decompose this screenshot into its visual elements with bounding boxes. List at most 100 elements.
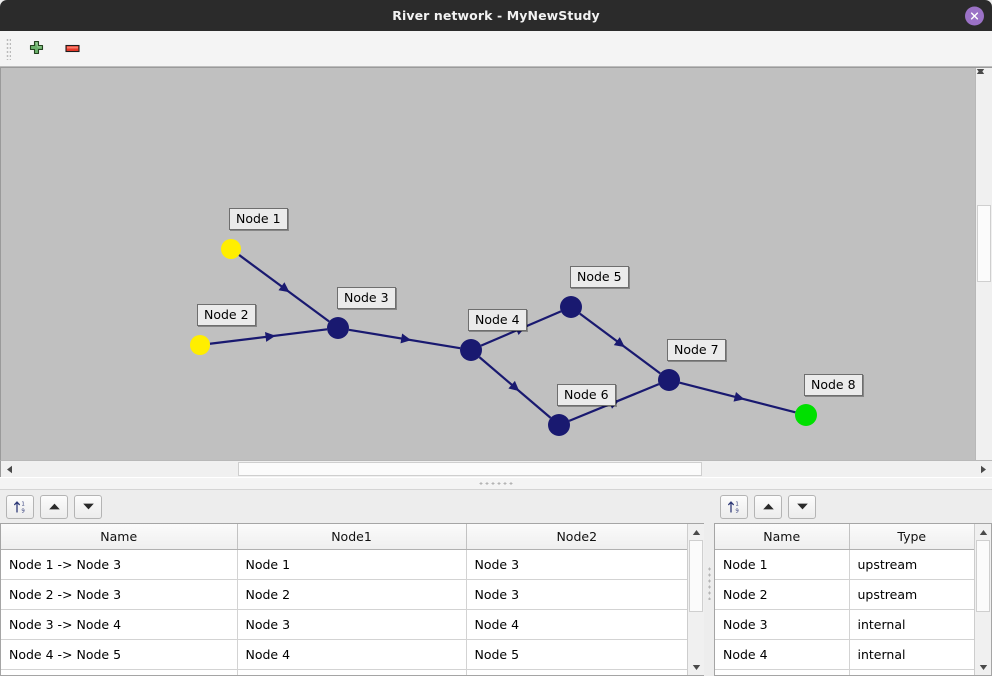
reaches-move-up-button[interactable] bbox=[40, 494, 68, 519]
table-cell[interactable]: Node 3 -> Node 4 bbox=[1, 609, 238, 640]
nodes-sort-button[interactable]: 1 9 bbox=[720, 494, 748, 519]
graph-node-node-5[interactable] bbox=[560, 296, 582, 318]
remove-node-button[interactable] bbox=[59, 36, 85, 62]
table-cell[interactable]: Node 2 -> Node 3 bbox=[1, 579, 238, 610]
graph-node-node-7[interactable] bbox=[658, 369, 680, 391]
table-cell[interactable]: Node 5 bbox=[466, 639, 687, 670]
node-label-node-2[interactable]: Node 2 bbox=[197, 304, 256, 326]
table-row-empty bbox=[715, 669, 974, 675]
node-label-node-1[interactable]: Node 1 bbox=[229, 208, 288, 230]
table-cell-empty bbox=[715, 669, 850, 675]
bottom-panes: 1 9 bbox=[0, 490, 992, 676]
graph-node-node-3[interactable] bbox=[327, 317, 349, 339]
node-label-node-4[interactable]: Node 4 bbox=[468, 309, 527, 331]
scroll-left-button[interactable] bbox=[1, 461, 18, 477]
nodes-column-header[interactable]: Name bbox=[715, 524, 850, 550]
reaches-toolbar: 1 9 bbox=[0, 490, 704, 523]
graph-node-node-2[interactable] bbox=[190, 335, 210, 355]
table-cell-empty bbox=[849, 669, 974, 675]
network-canvas[interactable]: Node 1 Node 2 Node 3 Node 4 Node 5 Node 6 Node… bbox=[0, 67, 992, 460]
node-layer bbox=[190, 239, 817, 436]
node-label-node-8[interactable]: Node 8 bbox=[804, 374, 863, 396]
nodes-column-header[interactable]: Type bbox=[849, 524, 974, 550]
close-button[interactable] bbox=[965, 6, 984, 25]
graph-node-node-4[interactable] bbox=[460, 339, 482, 361]
triangle-down-icon bbox=[692, 664, 701, 670]
graph-node-node-1[interactable] bbox=[221, 239, 241, 259]
reaches-scroll-up-button[interactable] bbox=[688, 524, 704, 540]
vertical-splitter[interactable] bbox=[704, 490, 714, 676]
table-cell[interactable]: Node 3 bbox=[715, 609, 850, 640]
triangle-down-icon bbox=[979, 664, 988, 670]
reaches-column-header[interactable]: Node2 bbox=[466, 524, 687, 550]
graph-node-node-6[interactable] bbox=[548, 414, 570, 436]
svg-text:1: 1 bbox=[21, 502, 24, 508]
table-cell[interactable]: Node 1 -> Node 3 bbox=[1, 549, 238, 580]
canvas-hscroll-track[interactable] bbox=[18, 461, 975, 477]
reaches-sort-button[interactable]: 1 9 bbox=[6, 494, 34, 519]
reaches-vertical-scrollbar[interactable] bbox=[687, 524, 704, 675]
reaches-vscroll-thumb[interactable] bbox=[689, 540, 703, 612]
canvas-vscroll-track[interactable] bbox=[976, 84, 992, 444]
canvas-hscroll-thumb[interactable] bbox=[238, 462, 702, 476]
nodes-scroll-down-button[interactable] bbox=[975, 659, 991, 675]
table-cell[interactable]: Node 3 bbox=[466, 549, 687, 580]
reaches-scroll-down-button[interactable] bbox=[688, 659, 704, 675]
node-label-node-5[interactable]: Node 5 bbox=[570, 266, 629, 288]
table-cell[interactable]: upstream bbox=[849, 549, 974, 580]
table-cell[interactable]: Node 1 bbox=[237, 549, 467, 580]
table-cell[interactable]: Node 2 bbox=[715, 579, 850, 610]
node-label-node-7[interactable]: Node 7 bbox=[667, 339, 726, 361]
table-cell[interactable]: upstream bbox=[849, 579, 974, 610]
triangle-up-icon bbox=[979, 529, 988, 535]
nodes-move-up-button[interactable] bbox=[754, 494, 782, 519]
edge-layer bbox=[209, 254, 796, 422]
canvas-vertical-scrollbar[interactable] bbox=[975, 68, 992, 460]
toolbar-drag-handle[interactable] bbox=[6, 37, 11, 60]
table-cell[interactable]: Node 3 bbox=[466, 579, 687, 610]
edge-arrowhead-icon bbox=[400, 333, 412, 344]
scroll-down-button[interactable] bbox=[976, 69, 992, 460]
nodes-scroll-up-button[interactable] bbox=[975, 524, 991, 540]
table-cell[interactable]: Node 4 bbox=[466, 609, 687, 640]
nodes-vertical-scrollbar[interactable] bbox=[974, 524, 991, 675]
main-toolbar bbox=[0, 31, 992, 67]
reaches-column-header[interactable]: Node1 bbox=[237, 524, 467, 550]
nodes-toolbar: 1 9 bbox=[714, 490, 992, 523]
node-label-node-3[interactable]: Node 3 bbox=[337, 287, 396, 309]
table-cell[interactable]: Node 3 bbox=[237, 609, 467, 640]
table-cell[interactable]: Node 2 bbox=[237, 579, 467, 610]
table-cell[interactable]: Node 4 bbox=[715, 639, 850, 670]
horizontal-splitter[interactable] bbox=[0, 477, 992, 490]
node-label-node-6[interactable]: Node 6 bbox=[557, 384, 616, 406]
canvas-horizontal-scrollbar[interactable] bbox=[0, 460, 992, 477]
table-cell[interactable]: internal bbox=[849, 639, 974, 670]
nodes-vscroll-thumb[interactable] bbox=[976, 540, 990, 612]
graph-node-node-8[interactable] bbox=[795, 404, 817, 426]
edge-arrowhead-icon bbox=[264, 331, 276, 342]
add-node-button[interactable] bbox=[23, 36, 49, 62]
scroll-right-button[interactable] bbox=[975, 461, 992, 477]
table-cell[interactable]: Node 4 bbox=[237, 639, 467, 670]
reaches-column-header[interactable]: Name bbox=[1, 524, 238, 550]
reaches-pane: 1 9 bbox=[0, 490, 704, 676]
reaches-vscroll-track[interactable] bbox=[688, 540, 704, 659]
table-cell[interactable]: Node 1 bbox=[715, 549, 850, 580]
nodes-move-down-button[interactable] bbox=[788, 494, 816, 519]
canvas-vscroll-thumb[interactable] bbox=[977, 205, 991, 282]
minus-bar-icon bbox=[64, 44, 80, 53]
table-cell[interactable]: internal bbox=[849, 609, 974, 640]
table-cell[interactable]: Node 4 -> Node 5 bbox=[1, 639, 238, 670]
nodes-vscroll-track[interactable] bbox=[975, 540, 991, 659]
triangle-up-icon bbox=[692, 529, 701, 535]
reaches-move-down-button[interactable] bbox=[74, 494, 102, 519]
